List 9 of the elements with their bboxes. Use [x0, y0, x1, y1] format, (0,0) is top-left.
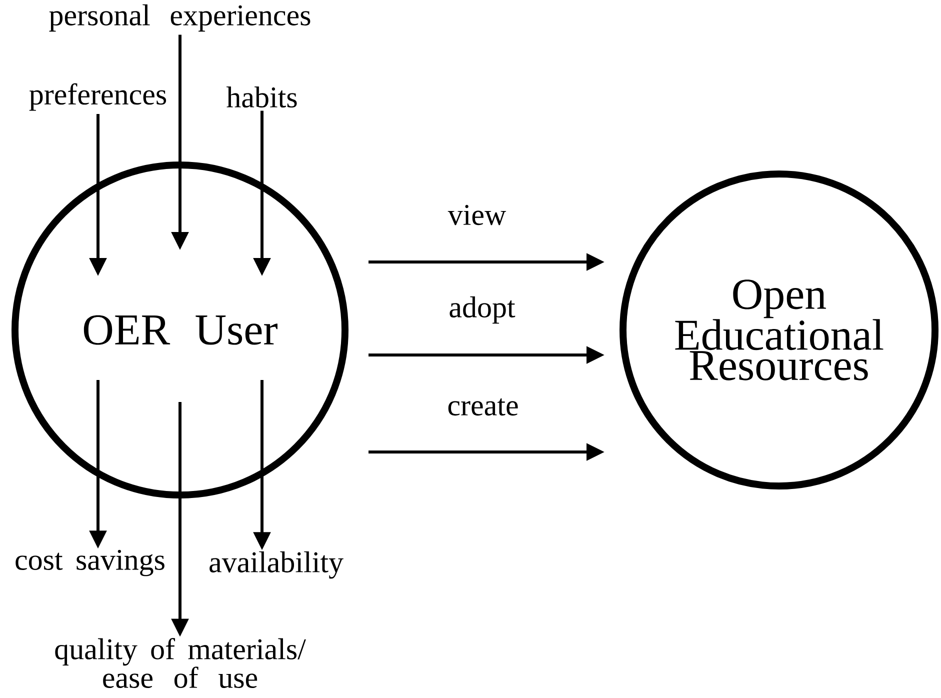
- edge-label: view: [448, 204, 506, 226]
- label-text: quality of materials/ ease of use: [55, 638, 306, 688]
- label-text: personal experiences: [49, 4, 310, 32]
- label-text: preferences: [29, 83, 166, 111]
- edge-label: adopt: [450, 296, 516, 324]
- label-text: cost savings: [16, 550, 164, 576]
- label-text: availability: [210, 551, 344, 579]
- label-text: habits: [226, 86, 297, 108]
- edge-label: create: [448, 398, 518, 416]
